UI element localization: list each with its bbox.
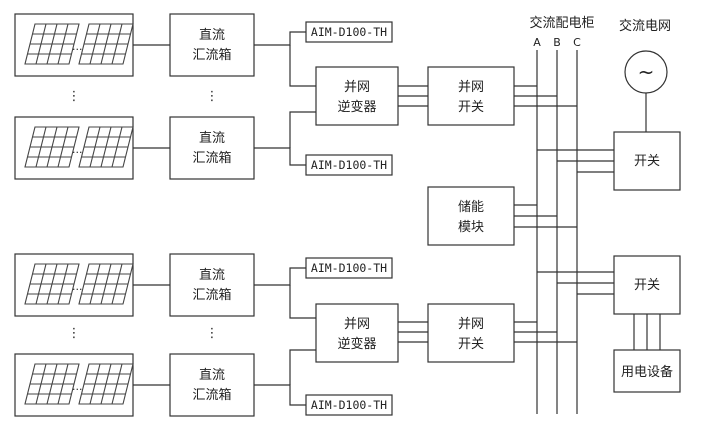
dc-combiner-box-3: 直流 汇流箱 xyxy=(169,253,255,317)
phase-a-label: A xyxy=(533,36,541,49)
ac-bus-bars xyxy=(536,50,578,414)
dc-combiner-label-2: 汇流箱 xyxy=(192,150,231,166)
ellipsis-combiner-top: ⋮ xyxy=(206,89,219,104)
dc-combiner-label-1: 直流 xyxy=(199,268,225,283)
solar-panel-icon xyxy=(78,363,134,405)
grid-switch-label-2: 开关 xyxy=(458,100,484,115)
panel-ellipsis: ... xyxy=(72,40,83,53)
solar-panel-icon xyxy=(24,126,80,168)
bus-grid-switch-wiring xyxy=(537,149,614,173)
solar-panel-icon xyxy=(78,126,134,168)
solar-array-4: ... xyxy=(14,353,134,417)
dc-combiner-label-1: 直流 xyxy=(199,28,225,43)
meter-label: AIM-D100-TH xyxy=(311,261,387,275)
meter-1: AIM-D100-TH xyxy=(305,21,393,43)
main-switch-load: 开关 xyxy=(613,255,681,315)
ac-wave-icon: ~ xyxy=(638,60,655,84)
panel-ellipsis: ... xyxy=(72,380,83,393)
bus-load-switch-wiring xyxy=(537,271,614,295)
dc-combiner-label-1: 直流 xyxy=(199,131,225,146)
switch-label: 开关 xyxy=(634,154,660,169)
solar-panel-icon xyxy=(24,23,80,65)
solar-panel-icon xyxy=(78,23,134,65)
panel-ellipsis: ... xyxy=(72,280,83,293)
dc-wiring-top xyxy=(254,31,316,166)
ac-cabinet-label: 交流配电柜 xyxy=(529,15,594,31)
grid-switch-label-1: 并网 xyxy=(458,317,484,332)
dc-combiner-box-1: 直流 汇流箱 xyxy=(169,13,255,77)
inverter-label-1: 并网 xyxy=(344,317,370,332)
storage-bus-wiring xyxy=(514,204,577,228)
dc-combiner-box-2: 直流 汇流箱 xyxy=(169,116,255,180)
grid-switch-2: 并网 开关 xyxy=(427,303,515,363)
dc-combiner-box-4: 直流 汇流箱 xyxy=(169,353,255,417)
grid-inverter-2: 并网 逆变器 xyxy=(315,303,399,363)
dc-wiring-bottom xyxy=(254,267,316,406)
dc-combiner-label-1: 直流 xyxy=(199,368,225,383)
switch-load-wiring xyxy=(633,314,661,350)
grid-switch-1: 并网 开关 xyxy=(427,66,515,126)
storage-label-2: 模块 xyxy=(458,220,484,235)
solar-panel-icon xyxy=(24,363,80,405)
inverter-label-2: 逆变器 xyxy=(337,336,376,352)
dc-combiner-label-2: 汇流箱 xyxy=(192,387,231,403)
meter-label: AIM-D100-TH xyxy=(311,158,387,172)
meter-3: AIM-D100-TH xyxy=(305,257,393,279)
meter-label: AIM-D100-TH xyxy=(311,398,387,412)
solar-panel-icon xyxy=(78,263,134,305)
meter-label: AIM-D100-TH xyxy=(311,25,387,39)
energy-storage-module: 储能 模块 xyxy=(427,186,515,246)
panel-ellipsis: ... xyxy=(72,143,83,156)
grid-switch-label-1: 并网 xyxy=(458,80,484,95)
phase-b-label: B xyxy=(553,36,561,49)
load-label: 用电设备 xyxy=(621,364,673,380)
ellipsis-array-bottom: ⋮ xyxy=(68,326,81,341)
ac-grid-symbol: ~ xyxy=(624,50,668,94)
meter-2: AIM-D100-TH xyxy=(305,154,393,176)
dc-combiner-label-2: 汇流箱 xyxy=(192,287,231,303)
ellipsis-array-top: ⋮ xyxy=(68,89,81,104)
load-equipment: 用电设备 xyxy=(613,349,681,393)
storage-label-1: 储能 xyxy=(458,200,484,215)
solar-array-1: ... xyxy=(14,13,134,77)
solar-arrays: ... ... ... ... xyxy=(14,13,134,417)
inverter-label-2: 逆变器 xyxy=(337,99,376,115)
main-switch-grid: 开关 xyxy=(613,131,681,191)
array-combiner-links xyxy=(133,44,170,386)
inverter-label-1: 并网 xyxy=(344,80,370,95)
switch-bus-wiring xyxy=(514,85,577,343)
solar-array-2: ... xyxy=(14,116,134,180)
ellipsis-combiner-bottom: ⋮ xyxy=(206,326,219,341)
solar-panel-icon xyxy=(24,263,80,305)
switch-label: 开关 xyxy=(634,278,660,293)
meter-4: AIM-D100-TH xyxy=(305,394,393,416)
phase-c-label: C xyxy=(573,36,581,49)
grid-switch-label-2: 开关 xyxy=(458,337,484,352)
inverter-switch-wiring xyxy=(398,85,428,343)
dc-combiner-label-2: 汇流箱 xyxy=(192,47,231,63)
grid-inverter-1: 并网 逆变器 xyxy=(315,66,399,126)
ac-grid-label: 交流电网 xyxy=(619,18,671,34)
solar-array-3: ... xyxy=(14,253,134,317)
